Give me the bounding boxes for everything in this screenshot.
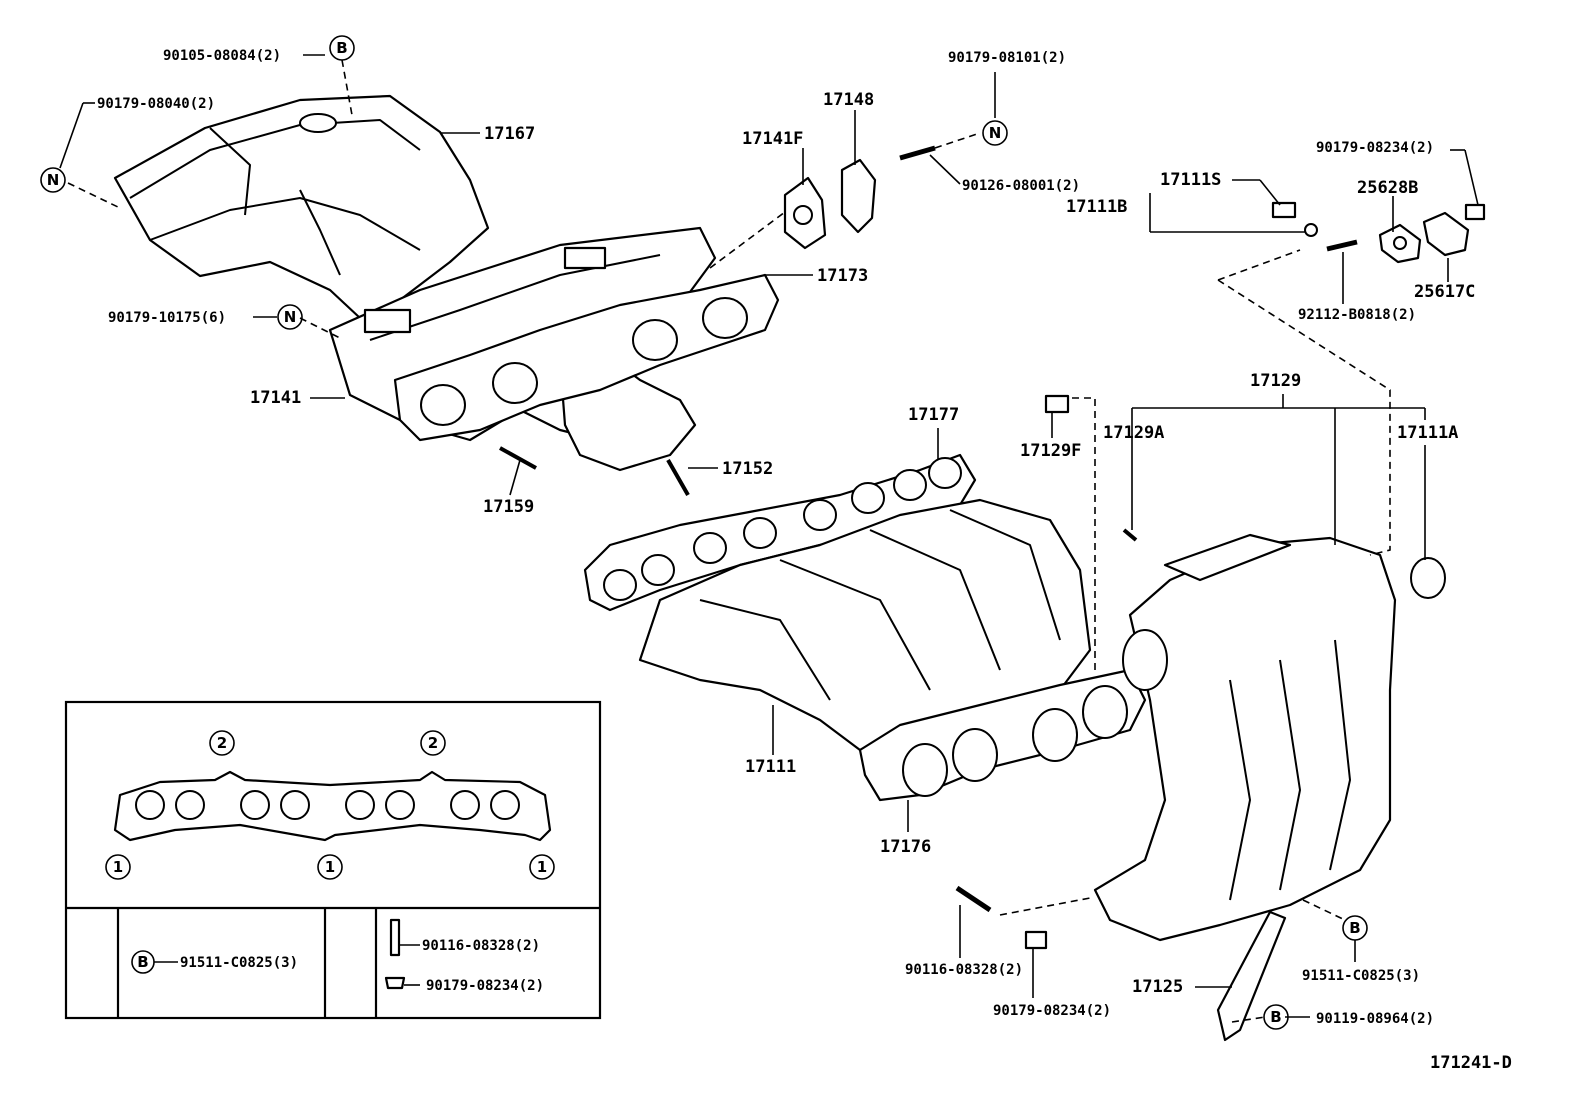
label-17111A[interactable]: 17111A — [1397, 423, 1458, 443]
bolt-17129F[interactable] — [1044, 394, 1070, 414]
svg-text:B: B — [1349, 919, 1360, 937]
label-92112-B0818[interactable]: 92112-B0818(2) — [1298, 307, 1416, 323]
gasket-25628B[interactable] — [1378, 223, 1422, 264]
nut-90179-08234-bottom[interactable] — [1024, 930, 1048, 950]
stud-90126-08001[interactable] — [899, 145, 936, 161]
diagram-id: 171241-D — [1430, 1053, 1512, 1073]
heat-insulator-17167[interactable] — [113, 94, 490, 320]
inset-tightening-sequence: 2 2 1 1 1 B 91511-C0825(3) 90116-08328(2… — [64, 700, 602, 1020]
label-90179-08234-top[interactable]: 90179-08234(2) — [1316, 140, 1434, 156]
inset-label-90116-08328[interactable]: 90116-08328(2) — [422, 938, 540, 954]
svg-text:N: N — [47, 171, 60, 189]
part-labels: 90105-08084(2) 90179-08040(2) 17167 9017… — [97, 48, 1512, 1073]
label-25617C[interactable]: 25617C — [1414, 282, 1475, 302]
svg-text:B: B — [1270, 1008, 1281, 1026]
label-90105-08084[interactable]: 90105-08084(2) — [163, 48, 281, 64]
intake-manifold-17111[interactable] — [638, 498, 1092, 752]
label-17125[interactable]: 17125 — [1132, 977, 1183, 997]
svg-text:N: N — [284, 308, 297, 326]
label-17177[interactable]: 17177 — [908, 405, 959, 425]
svg-text:2: 2 — [428, 734, 438, 752]
inset-stud-icon — [389, 918, 401, 957]
svg-text:2: 2 — [217, 734, 227, 752]
label-17111[interactable]: 17111 — [745, 757, 796, 777]
label-90119-08964[interactable]: 90119-08964(2) — [1316, 1011, 1434, 1027]
label-17129A[interactable]: 17129A — [1103, 423, 1164, 443]
label-17111B[interactable]: 17111B — [1066, 197, 1127, 217]
label-17152[interactable]: 17152 — [722, 459, 773, 479]
plate-25617C[interactable] — [1422, 211, 1470, 257]
seq-2-left: 2 — [209, 730, 235, 756]
inset-label-91511-C0825[interactable]: 91511-C0825(3) — [180, 955, 298, 971]
inset-callout-b: B — [131, 950, 155, 974]
intake-gasket-17176[interactable] — [858, 668, 1147, 802]
callout-b-bottom-right: B — [1342, 915, 1368, 941]
inset-label-90179-08234[interactable]: 90179-08234(2) — [426, 978, 544, 994]
label-90179-10175[interactable]: 90179-10175(6) — [108, 310, 226, 326]
gasket-17148[interactable] — [840, 158, 877, 234]
callout-n-left: N — [40, 167, 66, 193]
gasket-17141F[interactable] — [783, 176, 827, 250]
label-90179-08234-bottom[interactable]: 90179-08234(2) — [993, 1003, 1111, 1019]
label-25628B[interactable]: 25628B — [1357, 178, 1418, 198]
label-17129F[interactable]: 17129F — [1020, 441, 1081, 461]
seq-1-right: 1 — [529, 854, 555, 880]
svg-text:1: 1 — [537, 858, 547, 876]
stud-17152[interactable] — [666, 459, 690, 496]
svg-text:B: B — [137, 953, 148, 971]
exhaust-manifold-gasket-17173[interactable] — [393, 273, 780, 442]
label-17159[interactable]: 17159 — [483, 497, 534, 517]
label-90179-08101[interactable]: 90179-08101(2) — [948, 50, 1066, 66]
fitting-17111S[interactable] — [1271, 201, 1318, 237]
callout-circles: B N N N B B — [40, 35, 1368, 1030]
svg-text:1: 1 — [325, 858, 335, 876]
intake-plenum-17129[interactable] — [1093, 533, 1446, 942]
label-17176[interactable]: 17176 — [880, 837, 931, 857]
seq-1-left: 1 — [105, 854, 131, 880]
label-17148[interactable]: 17148 — [823, 90, 874, 110]
seq-2-right: 2 — [420, 730, 446, 756]
stud-17159[interactable] — [499, 446, 537, 470]
callout-n-right: N — [982, 120, 1008, 146]
seq-1-mid: 1 — [317, 854, 343, 880]
nut-90179-08234-top[interactable] — [1464, 203, 1486, 221]
dashed-lines — [67, 59, 1391, 1023]
label-90179-08040[interactable]: 90179-08040(2) — [97, 96, 215, 112]
stud-90116-08328[interactable] — [955, 885, 992, 913]
inset-nut-icon — [384, 976, 406, 990]
label-91511-C0825[interactable]: 91511-C0825(3) — [1302, 968, 1420, 984]
pin-17129A[interactable] — [1122, 528, 1138, 542]
inset-gasket — [113, 770, 552, 842]
svg-text:B: B — [336, 39, 347, 57]
stud-92112-B0818[interactable] — [1326, 239, 1358, 252]
label-17129[interactable]: 17129 — [1250, 371, 1301, 391]
leader-lines — [59, 54, 1479, 1018]
label-17173[interactable]: 17173 — [817, 266, 868, 286]
intake-gasket-17177[interactable] — [583, 453, 977, 612]
svg-text:1: 1 — [113, 858, 123, 876]
callout-b-top: B — [329, 35, 355, 61]
label-17167[interactable]: 17167 — [484, 124, 535, 144]
label-17111S[interactable]: 17111S — [1160, 170, 1221, 190]
callout-b-stay: B — [1263, 1004, 1289, 1030]
callout-n-mid: N — [277, 304, 303, 330]
label-90126-08001[interactable]: 90126-08001(2) — [962, 178, 1080, 194]
label-17141F[interactable]: 17141F — [742, 129, 803, 149]
label-17141[interactable]: 17141 — [250, 388, 301, 408]
label-90116-08328[interactable]: 90116-08328(2) — [905, 962, 1023, 978]
svg-text:N: N — [989, 124, 1002, 142]
stay-17125[interactable] — [1216, 910, 1287, 1042]
